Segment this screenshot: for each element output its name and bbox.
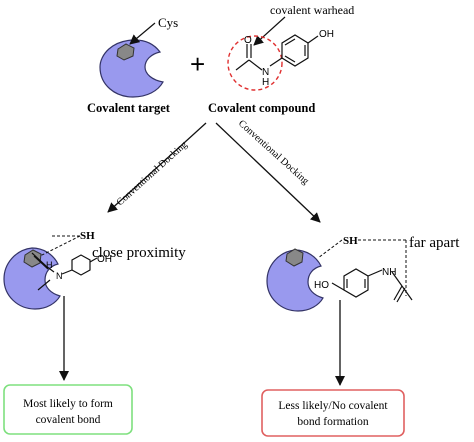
warhead-pointer-arrow [253, 16, 286, 46]
warhead-label: covalent warhead [270, 3, 354, 17]
left-oh-label: OH [97, 254, 112, 265]
right-nh-label: NH [382, 267, 396, 278]
amide-nitrogen: N [262, 67, 269, 78]
far-apart-label: far apart [409, 235, 460, 251]
covalent-target-protein [99, 39, 164, 98]
plus-sign: + [190, 49, 205, 79]
covalent-compound-label: Covalent compound [208, 101, 315, 115]
right-docked-ligand [331, 268, 413, 303]
cys-pointer-arrow [129, 22, 156, 45]
covalent-target-label: Covalent target [87, 101, 171, 115]
acetaminophen-structure [235, 34, 319, 71]
left-docked-ligand [31, 252, 98, 291]
docking-label-left: Conventional Docking [115, 139, 190, 208]
left-nh-h: H [46, 260, 53, 270]
amide-hydrogen: H [262, 77, 269, 88]
close-proximity-label: close proximity [92, 245, 186, 261]
left-nh-n: N [56, 271, 63, 281]
right-ho-label: HO [314, 280, 329, 291]
left-result-line1: Most likely to form [23, 398, 113, 410]
right-sh-label: SH [343, 235, 358, 247]
cys-residue-icon [116, 43, 135, 61]
right-result-line2: bond formation [297, 416, 368, 428]
left-sh-label: SH [80, 230, 95, 242]
right-result-line1: Less likely/No covalent [278, 400, 388, 412]
carbonyl-oxygen: O [244, 35, 252, 46]
phenol-oh: OH [319, 29, 334, 40]
cys-label: Cys [158, 15, 178, 30]
right-docked-protein [266, 248, 324, 312]
right-result-box [261, 389, 405, 437]
left-proximity-dash [39, 235, 81, 257]
warhead-dashed-circle [227, 35, 283, 91]
docking-arrow-left [107, 122, 207, 213]
left-result-box [3, 384, 133, 435]
docking-arrow-right [215, 122, 321, 223]
left-docked-protein [3, 247, 61, 310]
left-result-line2: covalent bond [36, 414, 101, 426]
